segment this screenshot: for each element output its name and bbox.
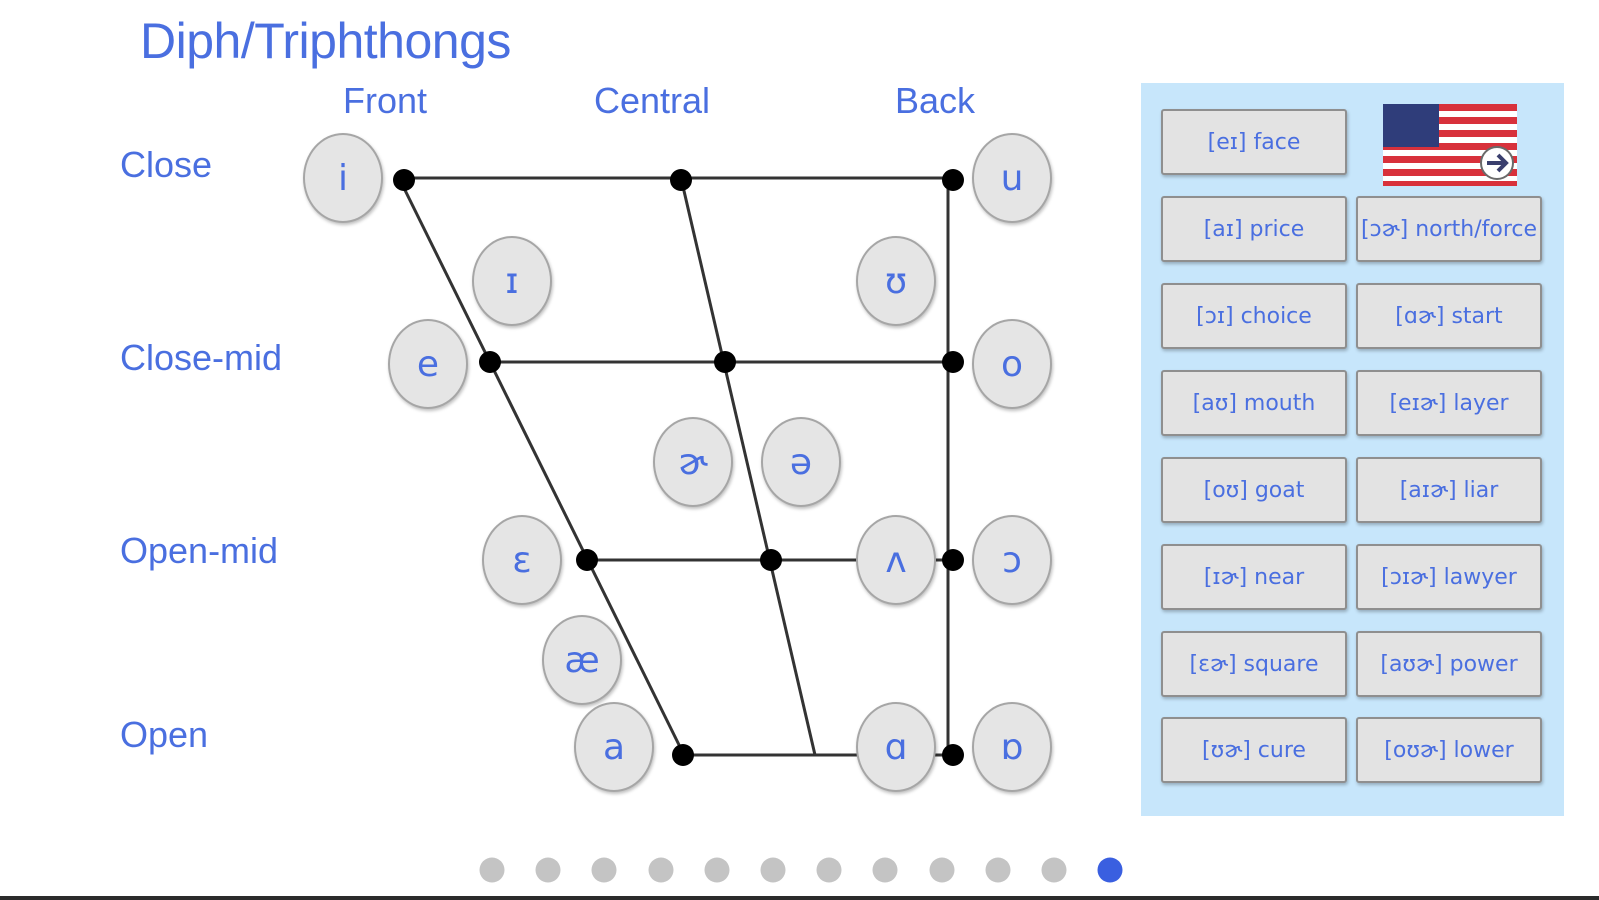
vowel-schwa[interactable]: ə (761, 417, 841, 507)
button-mouth[interactable]: [aʊ] mouth (1161, 370, 1347, 436)
page-dot[interactable] (1097, 857, 1123, 883)
button-power[interactable]: [aʊɚ] power (1356, 631, 1542, 697)
button-north-force[interactable]: [ɔɚ] north/force (1356, 196, 1542, 262)
node-dot (576, 549, 598, 571)
node-dot (479, 351, 501, 373)
vowel-script-a[interactable]: ɑ (856, 702, 936, 792)
vowel-epsilon[interactable]: ɛ (482, 515, 562, 605)
node-dot (942, 549, 964, 571)
node-dot (942, 351, 964, 373)
button-lawyer[interactable]: [ɔɪɚ] lawyer (1356, 544, 1542, 610)
vowel-wedge[interactable]: ʌ (856, 515, 936, 605)
button-start[interactable]: [ɑɚ] start (1356, 283, 1542, 349)
node-dot (714, 351, 736, 373)
page-dot[interactable] (816, 857, 842, 883)
node-dot (942, 744, 964, 766)
button-goat[interactable]: [oʊ] goat (1161, 457, 1347, 523)
node-dot (393, 169, 415, 191)
button-choice[interactable]: [ɔɪ] choice (1161, 283, 1347, 349)
row-label-close: Close (120, 144, 213, 185)
vowel-ae[interactable]: æ (542, 615, 622, 705)
page-dot[interactable] (985, 857, 1011, 883)
button-near[interactable]: [ɪɚ] near (1161, 544, 1347, 610)
button-square[interactable]: [ɛɚ] square (1161, 631, 1347, 697)
vowel-schwa-r[interactable]: ɚ (653, 417, 733, 507)
bottom-border (0, 896, 1599, 900)
vowel-e[interactable]: e (388, 319, 468, 409)
page-dot[interactable] (591, 857, 617, 883)
page-dot[interactable] (704, 857, 730, 883)
vowel-small-i[interactable]: ɪ (472, 236, 552, 326)
row-label-close-mid: Close-mid (120, 337, 283, 378)
node-dot (942, 169, 964, 191)
button-cure[interactable]: [ʊɚ] cure (1161, 717, 1347, 783)
vowel-i[interactable]: i (303, 133, 383, 223)
button-liar[interactable]: [aɪɚ] liar (1356, 457, 1542, 523)
button-layer[interactable]: [eɪɚ] layer (1356, 370, 1542, 436)
vowel-u[interactable]: u (972, 133, 1052, 223)
front-edge-line (397, 177, 686, 756)
row-label-open-mid: Open-mid (120, 530, 279, 571)
vowel-a[interactable]: a (574, 702, 654, 792)
node-dot (672, 744, 694, 766)
node-dot (760, 549, 782, 571)
row-label-open: Open (120, 714, 209, 755)
page-dot[interactable] (535, 857, 561, 883)
page-dot[interactable] (872, 857, 898, 883)
page-dot[interactable] (1041, 857, 1067, 883)
page-dot[interactable] (760, 857, 786, 883)
central-edge-line (679, 177, 817, 756)
button-lower[interactable]: [oʊɚ] lower (1356, 717, 1542, 783)
page-title: Diph/Triphthongs (140, 13, 511, 69)
node-dot (670, 169, 692, 191)
page-dot[interactable] (929, 857, 955, 883)
vowel-turned-script-a[interactable]: ɒ (972, 702, 1052, 792)
us-flag-arrow-icon[interactable] (1383, 104, 1517, 186)
vowel-upsilon[interactable]: ʊ (856, 236, 936, 326)
vowel-o[interactable]: o (972, 319, 1052, 409)
page-dot[interactable] (648, 857, 674, 883)
page-dot[interactable] (479, 857, 505, 883)
vowel-open-o[interactable]: ɔ (972, 515, 1052, 605)
column-header-front: Front (342, 80, 428, 121)
column-header-central: Central (593, 80, 711, 121)
column-header-back: Back (894, 80, 976, 121)
button-face[interactable]: [eɪ] face (1161, 109, 1347, 175)
diphthong-panel (1141, 83, 1564, 816)
button-price[interactable]: [aɪ] price (1161, 196, 1347, 262)
